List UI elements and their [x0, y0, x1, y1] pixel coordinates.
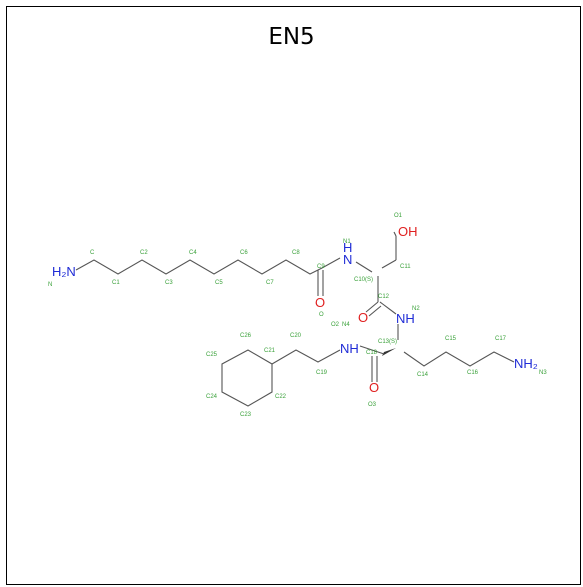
carbon-labels: C C1 C2 C3 C4 C5 C6 C7 C8 C9 N1 O1 C10(S…: [48, 213, 547, 418]
n3-small-label: N3: [539, 370, 547, 376]
atom-labels: H₂N H N OH O O NH NH O NH₂: [52, 224, 538, 395]
c15-label: C15: [445, 336, 457, 342]
amine-right-label: NH₂: [514, 356, 538, 371]
hydroxyl-label: OH: [398, 224, 418, 239]
c18-label: C18: [366, 350, 378, 356]
c10-label: C10(S): [354, 277, 373, 283]
c17-label: C17: [495, 336, 507, 342]
c23-label: C23: [240, 412, 252, 418]
c26-label: C26: [240, 333, 252, 339]
c16-label: C16: [467, 370, 479, 376]
c11-label: C11: [400, 264, 411, 270]
o-small-label: O: [319, 312, 324, 318]
c24-label: C24: [206, 394, 218, 400]
c3-label: C3: [165, 280, 173, 286]
n-small-label: N: [48, 282, 52, 288]
n1-small-label: N1: [343, 239, 351, 245]
c12-label: C12: [378, 294, 390, 300]
n2-small-label: N2: [412, 306, 420, 312]
c6-label: C6: [240, 250, 248, 256]
c21-label: C21: [264, 348, 276, 354]
o-c12-label: O: [358, 310, 368, 325]
c13-label: C13(S): [378, 339, 397, 345]
n4-small-label: N4: [342, 322, 350, 328]
c19-label: C19: [316, 370, 328, 376]
c7-label: C7: [266, 280, 274, 286]
n2-label: NH: [396, 311, 415, 326]
c-label: C: [90, 250, 95, 256]
structure-panel: [6, 6, 581, 585]
o3-small-label: O3: [368, 402, 377, 408]
o2-small-label: O2: [331, 322, 340, 328]
molecule-title: EN5: [268, 24, 315, 50]
o-c9-label: O: [315, 295, 325, 310]
o-c18-label: O: [369, 380, 379, 395]
c25-label: C25: [206, 352, 218, 358]
c4-label: C4: [189, 250, 197, 256]
c20-label: C20: [290, 333, 302, 339]
c8-label: C8: [292, 250, 300, 256]
chain-bonds: [75, 231, 515, 407]
c5-label: C5: [215, 280, 223, 286]
n1-label: N: [343, 252, 352, 267]
c9-label: C9: [317, 264, 325, 270]
amine-left-label: H₂N: [52, 264, 76, 279]
o1-small-label: O1: [394, 213, 403, 219]
c1-label: C1: [112, 280, 120, 286]
c22-label: C22: [275, 394, 287, 400]
c14-label: C14: [417, 372, 429, 378]
n4-label: NH: [340, 341, 359, 356]
n1-h-label: H: [343, 240, 352, 255]
c2-label: C2: [140, 250, 148, 256]
